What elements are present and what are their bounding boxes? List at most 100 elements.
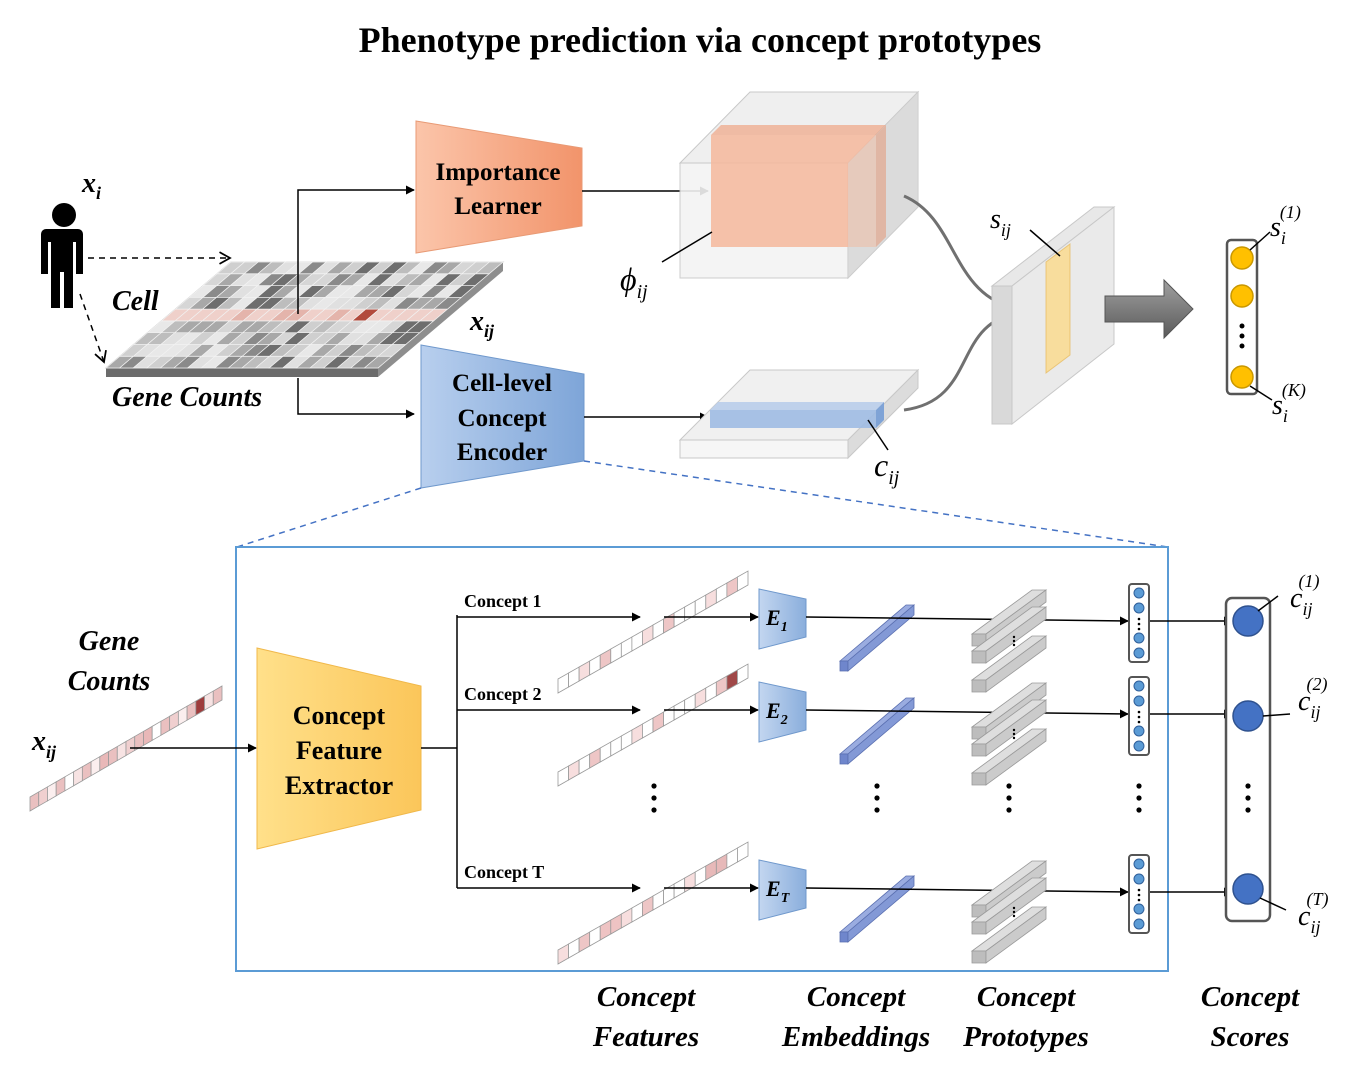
cell-label: Cell [112,286,159,317]
concept-embedding [838,697,916,765]
score-plane [990,205,1116,426]
concept-embedding [838,875,916,943]
strip-cell [694,865,707,887]
concept-tensor [678,368,920,460]
dashed-arrow-gene [79,293,107,364]
concept-score-column [1224,596,1272,923]
gene-count-matrix [104,261,505,377]
bottom-caption: Concept [597,981,696,1013]
prototype-score-column [1128,676,1150,756]
prototype-score-column [1128,583,1150,663]
strip-cell [578,660,591,682]
prototype-score-column [1128,854,1150,934]
strip-cell [599,741,612,763]
gene-count-strip [29,685,223,812]
encoder-line3: Encoder [457,439,547,466]
output-arrow [1104,278,1194,340]
strip-cell [125,735,136,757]
strip-cell [160,715,171,737]
phi-label: ϕij [620,261,648,303]
strip-cell [620,907,633,929]
strip-cell [610,913,622,935]
extractor-line1: Concept [293,701,386,730]
strip-cell [589,654,601,676]
strip-cell [663,612,675,634]
score-top-label: si(1) [1270,202,1301,248]
strip-cell [694,594,707,616]
strip-cell [81,760,92,782]
matrix-cell [474,261,504,275]
strip-cell [186,700,197,721]
bottom-caption: Embeddings [781,1021,930,1053]
concept-encoder-small [758,859,807,921]
strip-cell [29,791,40,812]
strip-cell [568,759,580,781]
lower-gene-label-1: Gene [79,626,140,657]
concept-feature-strip [557,663,749,787]
concept-row-3: Concept TET [457,841,1233,965]
score-bot-pointer [1249,385,1273,401]
concept-prototypes [970,860,1048,964]
strip-cell [116,740,127,762]
importance-learner-line1: Importance [436,159,561,186]
patient-label: xi [81,168,101,203]
strip-cell [631,901,643,923]
row-ellipsis [651,783,1142,813]
strip-cell [631,723,643,745]
concept-prototypes [970,589,1048,693]
strip-cell [151,720,162,742]
gene-counts-label: Gene Counts [112,382,262,413]
concept-score-dot [1232,700,1264,732]
strip-cell [705,588,717,610]
gene-strip-cells [29,685,223,812]
patient-score-column [1225,238,1259,396]
lower-xij-label: xij [31,726,57,762]
encoder-line1: Cell-level [452,370,552,397]
strip-cell [557,765,569,787]
strip-cell [610,642,622,664]
arrow-to-encoder [297,378,415,419]
concept-encoder-small [758,681,807,743]
strip-cell [73,766,83,787]
c-pointer [867,419,889,451]
strip-cell [705,681,717,703]
score-bot-label: si(K) [1272,380,1306,426]
strip-cell [568,937,580,959]
importance-tensor [678,90,920,280]
strip-cell [212,685,223,706]
concept-row-2: Concept 2 E2 [457,663,1233,787]
strip-cell [715,582,728,604]
arrow-to-prototype-scores [805,887,1129,897]
c-label: cij [874,447,900,489]
score-dot-k [1230,365,1254,389]
concept-feature-strip [557,841,749,965]
phi-pointer [661,231,713,263]
person-icon [41,203,83,308]
strip-cell [705,859,717,881]
extractor-line3: Extractor [285,771,393,800]
encoder-small-label: E1 [765,605,788,635]
zoom-line-left [236,487,422,548]
bottom-caption: Concept [807,981,906,1013]
strip-cell [589,925,601,947]
strip-cell [715,853,728,875]
strip-cell [726,576,738,598]
strip-cell [578,753,591,775]
strip-cell [599,919,612,941]
strip-cell [652,711,664,733]
bottom-caption: Prototypes [962,1021,1089,1053]
concept-label: Concept 2 [464,684,542,704]
extractor-line2: Feature [296,736,382,765]
strip-cell [652,618,664,640]
bottom-caption: Features [592,1021,699,1053]
strip-cell [642,717,654,739]
strip-cell [557,943,569,965]
strip-cell [108,745,118,767]
bottom-caption: Scores [1211,1021,1290,1053]
concept-score-label: cij(1) [1290,571,1319,619]
encoder-small-label: E2 [765,698,788,728]
concept-prototypes [970,682,1048,786]
encoder-detail-frame [235,546,1169,972]
concept-score-dot [1232,873,1264,905]
